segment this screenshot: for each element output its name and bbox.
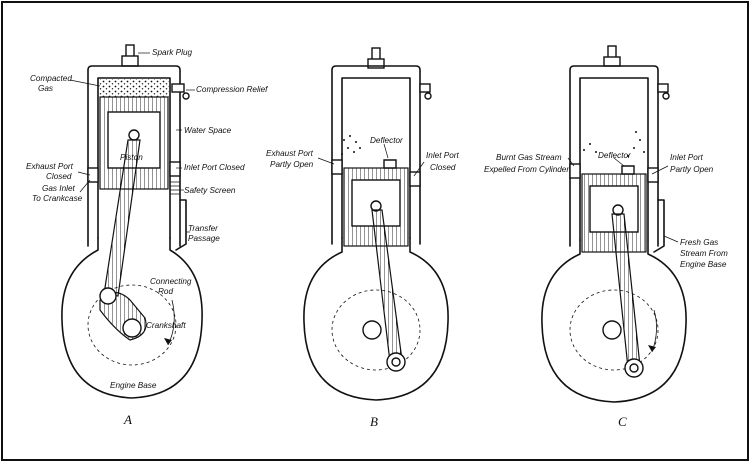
label-compacted-gas-2: Gas — [38, 84, 53, 93]
label-exhaust-port-open-1: Exhaust Port — [266, 149, 314, 158]
compression-relief-valve — [171, 83, 190, 100]
caption-a: A — [123, 412, 132, 427]
compacted-gas — [99, 79, 169, 97]
cylinder-wall-a — [97, 77, 171, 239]
inlet-port-c — [647, 167, 659, 183]
label-deflector-b: Deflector — [370, 136, 403, 145]
crankshaft-c — [602, 320, 622, 340]
label-inlet-port-open-2: Partly Open — [670, 165, 714, 174]
label-exhaust-port-open-2: Partly Open — [270, 160, 314, 169]
label-inlet-port-closed-b-1: Inlet Port — [426, 151, 459, 160]
label-transfer-passage-1: Transfer — [188, 224, 218, 233]
label-gas-inlet-2: To Crankcase — [32, 194, 83, 203]
water-jacket-c — [569, 65, 659, 247]
label-burnt-gas-2: Expelled From Cylinder — [484, 165, 569, 174]
label-transfer-passage-2: Passage — [188, 234, 220, 243]
label-exhaust-port-closed-2: Closed — [46, 172, 72, 181]
deflector-c — [621, 165, 635, 175]
exhaust-port-c — [569, 163, 581, 179]
crankshaft-a — [122, 318, 142, 338]
water-jacket-b — [331, 65, 421, 245]
exhaust-puffs-b — [341, 135, 361, 155]
safety-screen-a — [170, 181, 180, 195]
exhaust-port-a — [87, 167, 99, 183]
inlet-port-b — [409, 171, 421, 187]
relief-valve-b — [419, 83, 432, 100]
crank-circle-a — [87, 284, 177, 366]
label-fresh-gas-2: Stream From — [680, 249, 728, 258]
crankshaft-b — [362, 320, 382, 340]
transfer-passage-a — [175, 199, 187, 251]
piston-c — [581, 165, 647, 253]
label-water-space: Water Space — [184, 126, 232, 135]
label-engine-base: Engine Base — [110, 381, 157, 390]
diagram-c: Burnt Gas Stream Expelled From Cylinder … — [484, 45, 728, 429]
caption-c: C — [618, 414, 627, 429]
label-inlet-port-open-1: Inlet Port — [670, 153, 703, 162]
crankpin-a — [99, 287, 117, 305]
deflector-b — [383, 159, 397, 169]
connecting-rod-a — [103, 139, 141, 297]
spark-plug — [121, 44, 139, 67]
label-connecting-rod-2: Rod — [158, 287, 173, 296]
label-burnt-gas-1: Burnt Gas Stream — [496, 153, 562, 162]
label-deflector-c: Deflector — [598, 151, 631, 160]
label-exhaust-port-closed-1: Exhaust Port — [26, 162, 74, 171]
gas-stream-c — [583, 131, 645, 157]
water-jacket-a — [87, 65, 181, 247]
label-safety-screen: Safety Screen — [184, 186, 236, 195]
crank-circle-c — [569, 289, 659, 371]
spark-plug-b — [367, 47, 385, 69]
label-gas-inlet-1: Gas Inlet — [42, 184, 75, 193]
label-inlet-port-closed-b-2: Closed — [430, 163, 456, 172]
inlet-port-a — [169, 161, 181, 177]
spark-plug-c — [603, 45, 621, 67]
label-spark-plug: Spark Plug — [152, 48, 192, 57]
label-connecting-rod-1: Connecting — [150, 277, 192, 286]
label-compression-relief: Compression Relief — [196, 85, 268, 94]
crank-circle-b — [331, 289, 421, 371]
wrist-pin-a — [128, 129, 140, 141]
crankcase-c — [541, 239, 687, 403]
transfer-passage-c — [653, 199, 665, 253]
cylinder-wall-c — [579, 77, 649, 241]
label-compacted-gas-1: Compacted — [30, 74, 72, 83]
label-fresh-gas-1: Fresh Gas — [680, 238, 718, 247]
crankcase-a — [61, 237, 203, 399]
exhaust-port-b — [331, 159, 343, 175]
label-crankshaft: Crankshaft — [146, 321, 186, 330]
label-inlet-port-closed: Inlet Port Closed — [184, 163, 245, 172]
crankcase-b — [303, 237, 449, 401]
label-piston: Piston — [120, 153, 143, 162]
caption-b: B — [370, 414, 378, 429]
relief-valve-c — [657, 83, 670, 100]
diagram-a: Spark Plug Compacted Gas Compression Rel… — [26, 44, 268, 427]
label-fresh-gas-3: Engine Base — [680, 260, 727, 269]
rotation-arrow-c — [651, 309, 657, 353]
diagram-b: Deflector Exhaust Port Partly Open Inlet… — [266, 47, 459, 429]
